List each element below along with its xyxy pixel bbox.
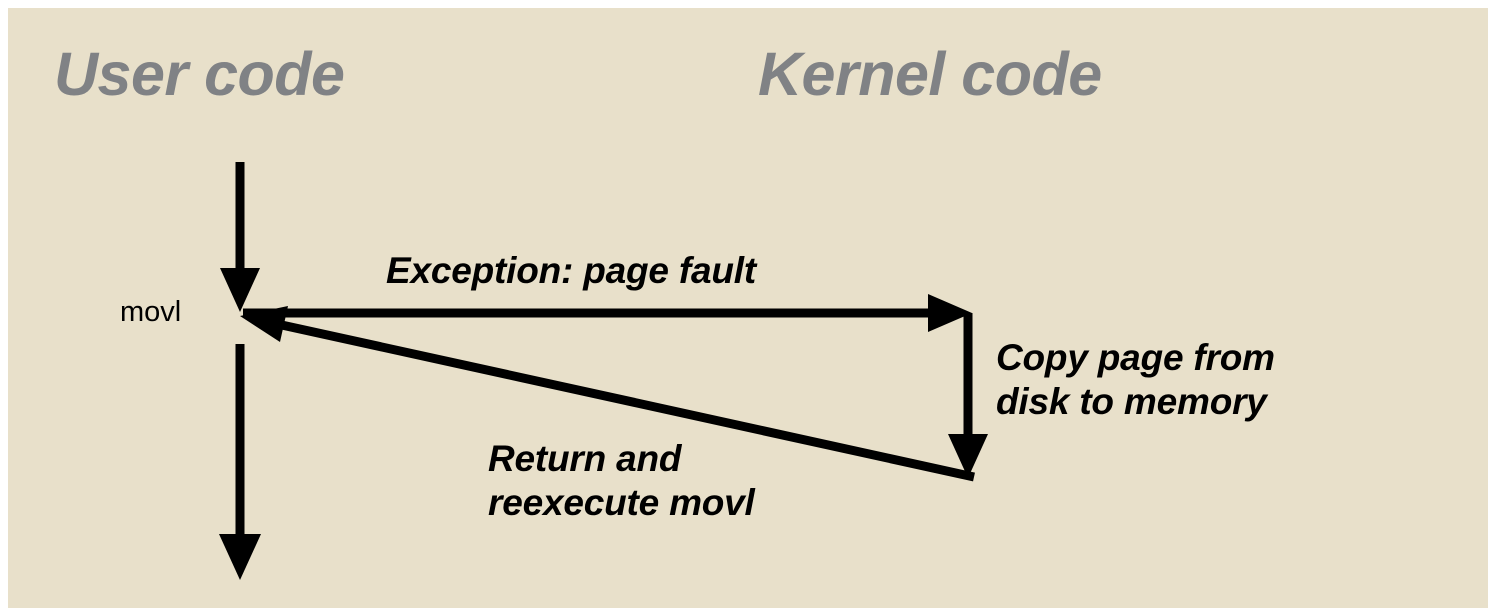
arrow-exception-page-fault [243,294,972,332]
diagram-background [8,8,1488,608]
edge-label-copy-page: Copy page from disk to memory [996,336,1275,423]
edge-label-copy-page-line-2: disk to memory [996,380,1267,422]
arrow-user-continue-down [219,344,261,580]
edge-label-return-reexecute-line-1: Return and [488,438,682,479]
edge-label-return-reexecute: Return and reexecute movl [488,437,755,524]
arrow-copy-page-down [948,313,988,478]
edge-label-copy-page-line-1: Copy page from [996,337,1275,378]
instruction-label-movl: movl [120,296,182,328]
edge-label-exception-page-fault: Exception: page fault [386,250,756,291]
arrow-return-reexecute [240,306,975,482]
edge-label-return-reexecute-line-2: reexecute movl [488,481,755,523]
lane-title-user-code: User code [54,40,345,108]
lane-title-kernel-code: Kernel code [758,40,1102,108]
arrow-user-execute-down [220,162,260,312]
